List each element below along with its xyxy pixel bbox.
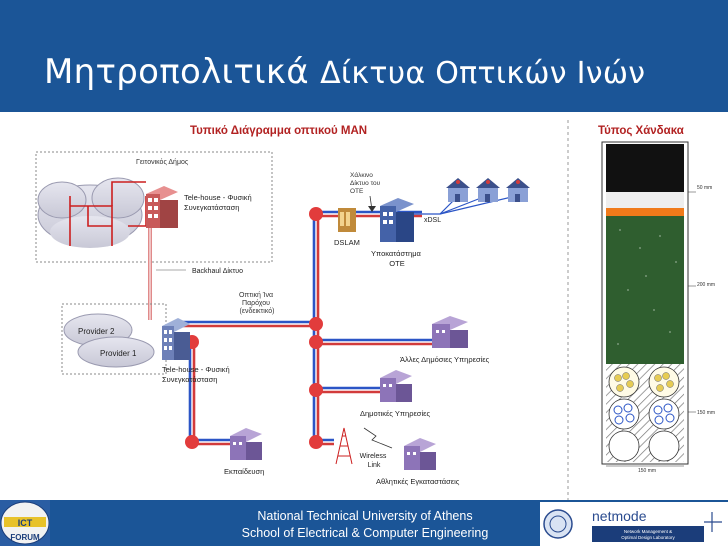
trench-lower-ducts xyxy=(608,430,680,462)
svg-text:FORUM: FORUM xyxy=(10,533,40,542)
provider1-cloud xyxy=(77,336,155,368)
house-3 xyxy=(506,178,530,202)
slide-title: Μητροπολιτικά Δίκτυα Οπτικών Ινών xyxy=(44,52,645,92)
sports-building xyxy=(404,438,436,470)
footer-text: National Technical University of Athens … xyxy=(230,508,500,542)
telehouse-top-building xyxy=(146,186,178,228)
trench-asphalt-layer xyxy=(606,144,684,192)
slide-title-sub: Δίκτυα Οπτικών Ινών xyxy=(320,56,646,91)
neighbor-boundary xyxy=(35,151,273,263)
copper-arrowhead xyxy=(368,206,376,212)
fiber-nodes xyxy=(185,207,323,449)
provider2-label: Provider 2 xyxy=(78,327,115,336)
svg-text:Optimal Design Laboratory: Optimal Design Laboratory xyxy=(621,535,675,540)
dslam-device xyxy=(338,208,356,232)
svg-text:netmode: netmode xyxy=(592,508,647,524)
dslam-label: DSLAM xyxy=(334,238,360,247)
xdsl-label: xDSL xyxy=(424,217,441,224)
trench-dim-width: 150 mm xyxy=(638,468,656,474)
substation-building xyxy=(380,198,414,242)
trench-middle-ducts xyxy=(608,398,680,430)
neighbor-cloud xyxy=(37,177,145,248)
wireless-signal xyxy=(363,427,393,449)
slide-header xyxy=(0,0,728,112)
providers-boundary xyxy=(61,303,167,375)
copper-ote-label: Χάλκινο Δίκτυο του ΟΤΕ xyxy=(350,171,382,195)
municipal-label: Δημοτικές Υπηρεσίες xyxy=(360,409,430,418)
man-diagram: Τυπικό Διάγραμμα οπτικού MAN Τύπος Χάνδα… xyxy=(35,120,715,500)
education-label: Εκπαίδευση xyxy=(224,467,264,476)
footer-line1: National Technical University of Athens xyxy=(257,509,473,523)
svg-text:Network Management &: Network Management & xyxy=(624,529,672,534)
fiber-provider-label: Οπτική Ίνα Παρόχου (ενδεικτικό) xyxy=(239,292,275,315)
trench-fill-layer xyxy=(606,216,684,364)
diagram-heading: Τυπικό Διάγραμμα οπτικού MAN xyxy=(190,125,367,137)
trench-heading: Τύπος Χάνδακα xyxy=(598,125,684,137)
trench-base-layer xyxy=(606,192,684,208)
trench-dim-top: 50 mm xyxy=(697,185,712,191)
trench-upper-ducts xyxy=(608,366,680,398)
wireless-tower xyxy=(335,427,353,465)
house-2 xyxy=(476,178,500,202)
telehouse-bottom-building xyxy=(162,318,190,360)
neighbor-label: Γειτονικός Δήμος xyxy=(136,158,189,166)
trench-diagram xyxy=(601,141,696,467)
provider1-label: Provider 1 xyxy=(100,349,137,358)
slide-title-main: Μητροπολιτικά xyxy=(44,52,309,92)
svg-text:ICT: ICT xyxy=(18,518,33,528)
footer-line2: School of Electrical & Computer Engineer… xyxy=(241,526,489,540)
trench-warning-tape xyxy=(606,208,684,216)
telehouse-bottom-label: Tele-house - Φυσική Συνεγκατάσταση xyxy=(162,365,232,384)
education-building xyxy=(230,428,262,460)
netmode-logo: netmode Network Management & Optimal Des… xyxy=(540,502,728,546)
substation-label: Υποκατάστημα ΟΤΕ xyxy=(371,249,423,268)
trench-dim-bottom: 150 mm xyxy=(697,410,715,416)
backhaul-label: Backhaul Δίκτυο xyxy=(192,267,243,275)
trench-dim-mid: 200 mm xyxy=(697,282,715,288)
municipal-building xyxy=(380,370,412,402)
sports-label: Αθλητικές Εγκαταστάσεις xyxy=(376,477,460,486)
telehouse-top-label: Tele-house - Φυσική Συνεγκατάσταση xyxy=(184,193,254,212)
ict-forum-logo: ICT FORUM xyxy=(0,500,50,546)
house-1 xyxy=(446,178,470,202)
other-public-label: Άλλες Δημόσιες Υπηρεσίες xyxy=(400,355,490,364)
wireless-label: Wireless Link xyxy=(360,453,389,469)
other-public-building xyxy=(432,316,468,348)
